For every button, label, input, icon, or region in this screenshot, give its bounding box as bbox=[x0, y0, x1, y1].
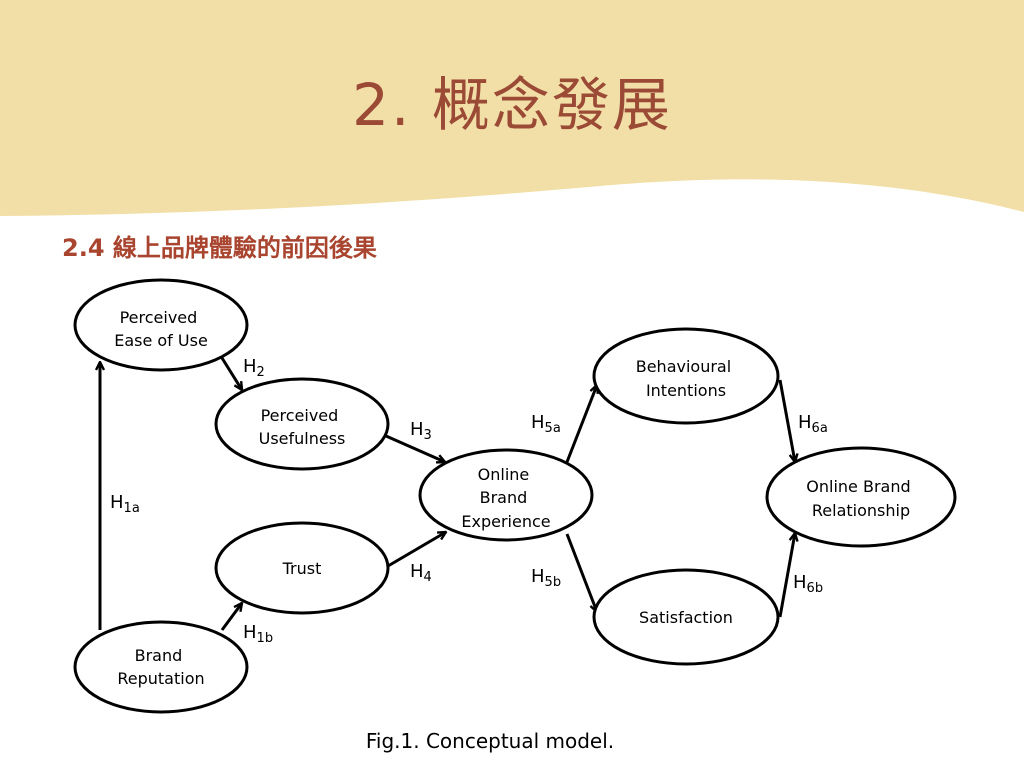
hypothesis-label-h3: H3 bbox=[410, 419, 432, 443]
node-label-brand-reputation: Brand Reputation bbox=[117, 646, 204, 688]
figure-caption: Fig.1. Conceptual model. bbox=[366, 729, 614, 753]
node-label-perceived-ease-of-use: Perceived Ease of Use bbox=[114, 308, 208, 350]
arrow-h6b bbox=[778, 533, 795, 618]
node-label-satisfaction: Satisfaction bbox=[639, 608, 733, 627]
hypothesis-label-h2: H2 bbox=[243, 356, 265, 380]
hypothesis-label-h4: H4 bbox=[410, 561, 432, 585]
arrow-h6a bbox=[778, 379, 795, 462]
node-label-trust: Trust bbox=[282, 559, 322, 578]
node-brand-reputation bbox=[73, 620, 249, 714]
slide-title: 2. 概念發展 bbox=[352, 71, 672, 139]
node-online-brand-relationship bbox=[765, 446, 957, 548]
node-satisfaction bbox=[592, 568, 780, 666]
arrow-h2 bbox=[220, 357, 242, 390]
hypothesis-label-h5b: H5b bbox=[531, 566, 561, 590]
title-banner bbox=[0, 0, 1024, 216]
node-label-online-brand-relationship: Online Brand Relationship bbox=[806, 477, 915, 520]
node-perceived-ease-of-use bbox=[73, 278, 249, 372]
hypothesis-label-h1b: H1b bbox=[243, 622, 273, 646]
arrow-h3 bbox=[385, 434, 445, 462]
hypothesis-label-h6b: H6b bbox=[793, 572, 823, 596]
node-behavioural-intentions bbox=[592, 327, 780, 425]
hypothesis-label-h1a: H1a bbox=[110, 492, 140, 516]
node-perceived-usefulness bbox=[214, 377, 390, 471]
node-online-brand-experience bbox=[418, 448, 594, 542]
banner-wave bbox=[0, 0, 1024, 216]
arrow-h5a bbox=[565, 385, 597, 463]
hypothesis-label-h5a: H5a bbox=[531, 412, 561, 436]
node-label-perceived-usefulness: Perceived Usefulness bbox=[259, 406, 346, 448]
arrow-h4 bbox=[387, 532, 446, 568]
slide-subtitle: 2.4 線上品牌體驗的前因後果 bbox=[62, 234, 377, 262]
node-label-online-brand-experience: Online Brand Experience bbox=[461, 465, 550, 531]
hypothesis-label-h6a: H6a bbox=[798, 412, 828, 436]
node-trust bbox=[214, 521, 390, 615]
node-label-behavioural-intentions: Behavioural Intentions bbox=[636, 357, 737, 400]
arrow-h1b bbox=[220, 603, 242, 631]
arrow-h5b bbox=[565, 533, 597, 612]
